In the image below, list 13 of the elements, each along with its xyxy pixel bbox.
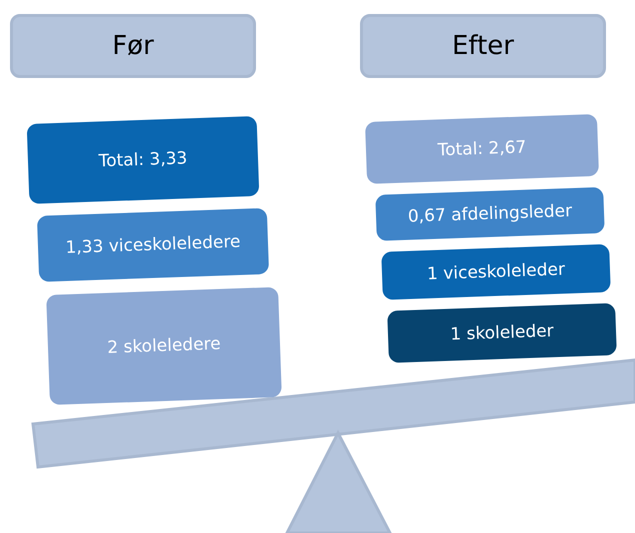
column-heading: Efter (452, 31, 514, 61)
column-heading-box (360, 14, 606, 78)
staff-count-text: 2 skoleledere (106, 334, 222, 358)
staff-box (387, 303, 617, 363)
staff-count-text: Total: 2,67 (437, 137, 527, 161)
staff-count-text: 1 skoleleder (450, 321, 554, 345)
column-heading-box (10, 14, 256, 78)
staff-count-text: Total: 3,33 (98, 148, 188, 172)
staff-count-text: 0,67 afdelingsleder (408, 201, 572, 227)
staff-box (46, 286, 282, 406)
staff-count-text: 1,33 viceskoleledere (65, 232, 241, 258)
staff-count-text: 1 viceskoleleder (426, 260, 566, 284)
column-heading: Før (112, 31, 154, 61)
